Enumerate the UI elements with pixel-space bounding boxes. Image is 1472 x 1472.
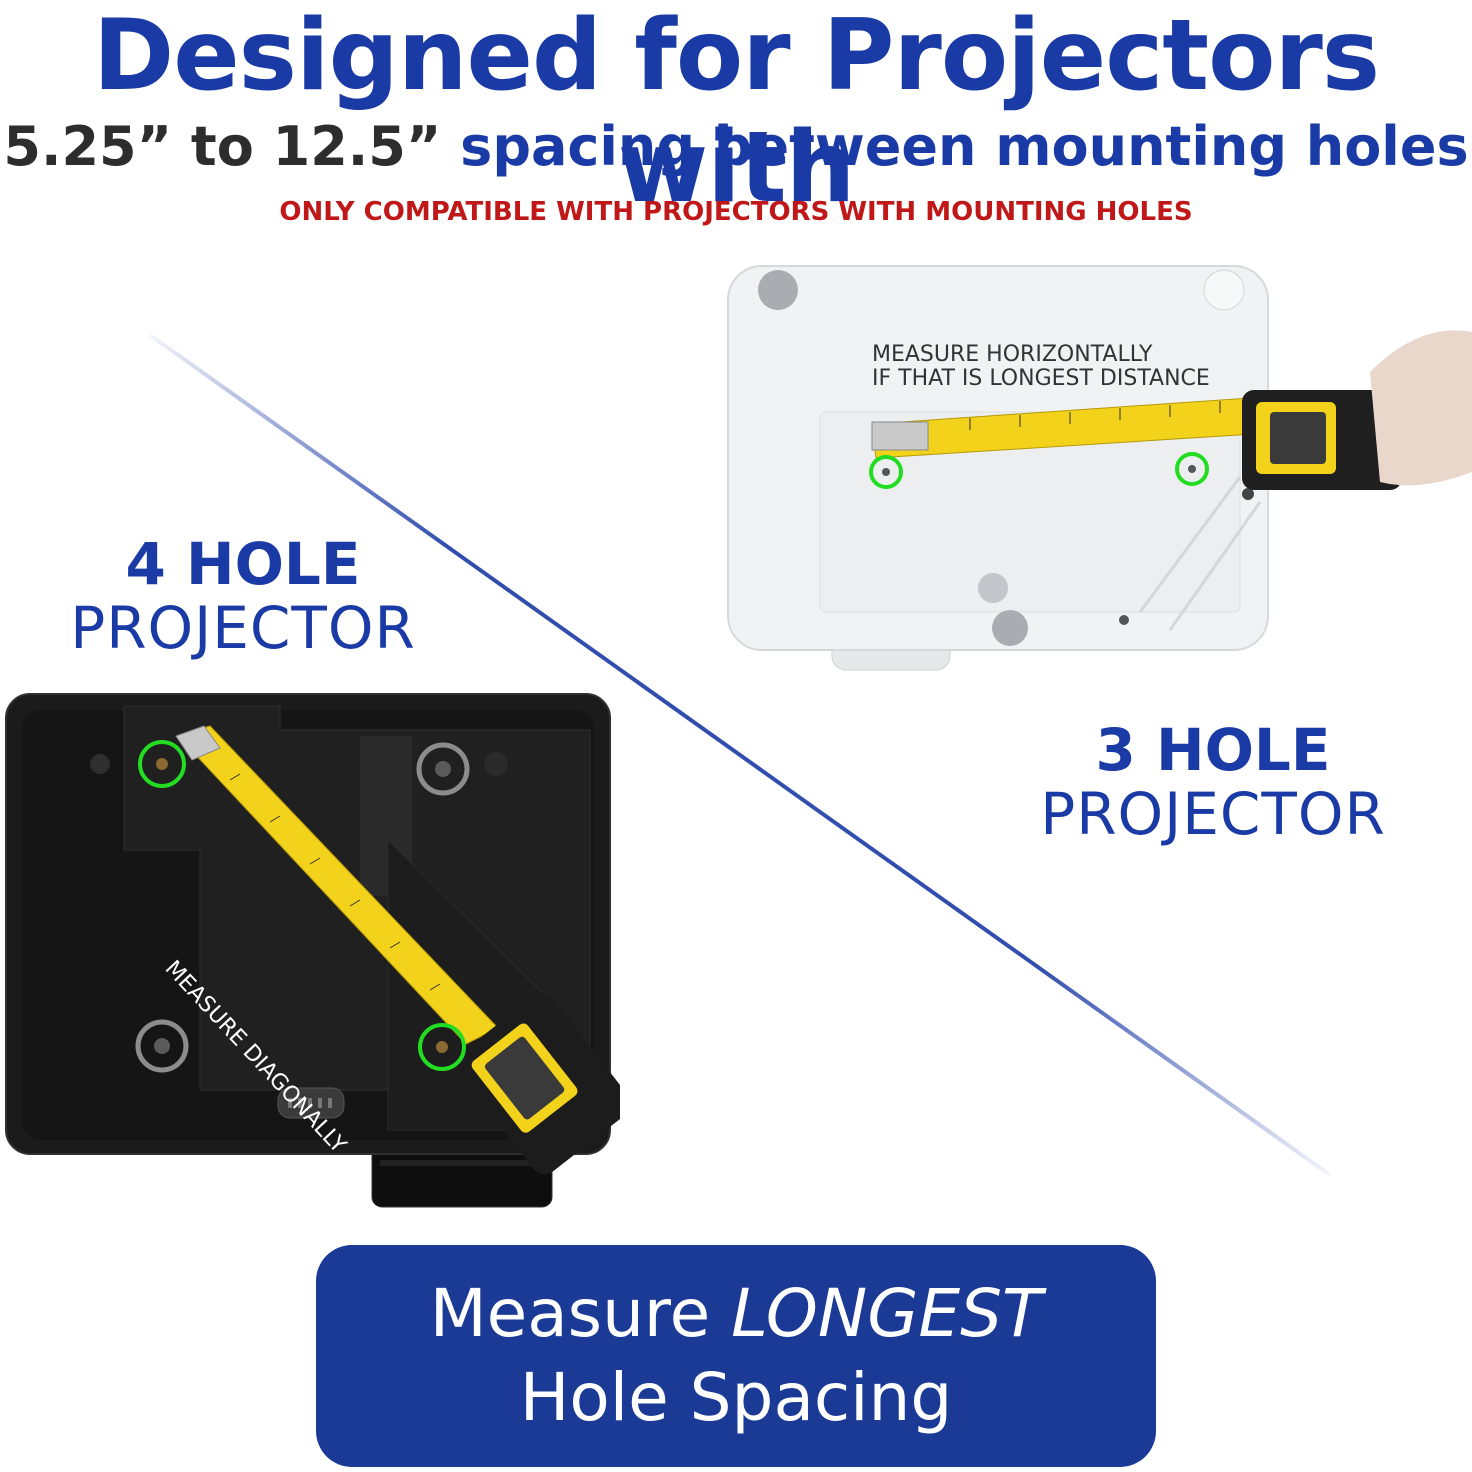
spacing-range: 5.25” to 12.5” <box>3 115 442 178</box>
mount-hole-highlight <box>138 740 186 788</box>
three-hole-count: 3 HOLE <box>1095 716 1331 784</box>
spacing-description: spacing between mounting holes <box>460 115 1469 178</box>
callout-emphasis: LONGEST <box>731 1275 1043 1352</box>
instruction-line-2: IF THAT IS LONGEST DISTANCE <box>872 366 1210 391</box>
compatibility-notice: ONLY COMPATIBLE WITH PROJECTORS WITH MOU… <box>279 197 1193 227</box>
horizontal-measure-instruction: MEASURE HORIZONTALLY IF THAT IS LONGEST … <box>872 343 1212 391</box>
three-hole-projector-image <box>727 265 1472 671</box>
four-hole-projector-image <box>5 693 620 1208</box>
four-hole-type: PROJECTOR <box>70 594 416 662</box>
measure-callout: Measure LONGEST Hole Spacing <box>316 1245 1156 1467</box>
mount-hole-highlight <box>1175 452 1209 486</box>
mount-hole-highlight <box>418 1023 466 1071</box>
callout-prefix: Measure <box>429 1275 732 1352</box>
three-hole-label: 3 HOLE PROJECTOR <box>1000 718 1426 846</box>
three-hole-type: PROJECTOR <box>1040 780 1386 848</box>
four-hole-label: 4 HOLE PROJECTOR <box>0 532 486 660</box>
callout-line-2: Hole Spacing <box>519 1359 953 1436</box>
instruction-line-1: MEASURE HORIZONTALLY <box>872 342 1153 367</box>
headline: Designed for Projectors with <box>92 0 1380 225</box>
callout-line-1: Measure LONGEST <box>430 1272 1043 1356</box>
mount-hole-highlight <box>869 455 903 489</box>
four-hole-count: 4 HOLE <box>125 530 361 598</box>
subheadline: 5.25” to 12.5” spacing between mounting … <box>0 112 1472 182</box>
